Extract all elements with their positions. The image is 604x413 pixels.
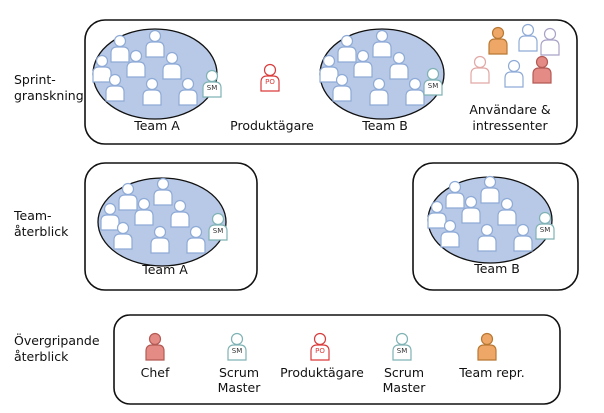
svg-text:SM: SM	[213, 227, 223, 235]
team-rep-icon	[477, 332, 497, 361]
chef-icon	[145, 332, 165, 361]
svg-text:Övergripande: Övergripande	[14, 332, 100, 348]
row-label-sprint-review: Sprint- granskning	[14, 72, 84, 103]
team-rep-label: Team repr.	[458, 365, 524, 380]
team-b-retro-label: Team B	[473, 261, 520, 276]
overall-retro-frame	[113, 314, 561, 405]
scrum-master-icon: SM	[392, 332, 412, 361]
svg-text:SM: SM	[540, 226, 550, 234]
row-label-team-retro: Team- återblick	[13, 208, 69, 239]
stakeholders-icon-group	[470, 23, 560, 88]
svg-text:SM: SM	[207, 84, 217, 92]
overall-product-owner-label: Produktägare	[280, 365, 364, 380]
scrum-master-1-label-line2: Master	[218, 380, 262, 395]
scrum-master-2-label-line2: Master	[383, 380, 427, 395]
product-owner-label: Produktägare	[230, 118, 314, 133]
scrum-master-icon: SM	[202, 69, 222, 98]
team-a-group-sprint-review: SM Team A	[92, 28, 222, 133]
team-a-retro-label: Team A	[141, 262, 188, 277]
scrum-master-icon: SM	[227, 332, 247, 361]
row-label-overall-retro: Övergripande återblick	[14, 332, 100, 364]
svg-text:Sprint-: Sprint-	[14, 72, 56, 87]
stakeholders-label-line2: intressenter	[472, 118, 548, 133]
svg-text:PO: PO	[265, 78, 275, 86]
scrum-master-icon: SM	[535, 211, 555, 240]
product-owner-icon: PO	[310, 332, 330, 361]
scrum-master-icon: SM	[423, 67, 443, 96]
svg-text:SM: SM	[397, 347, 407, 355]
team-a-retro-frame	[84, 162, 258, 291]
team-a-label: Team A	[133, 118, 180, 133]
svg-text:granskning: granskning	[14, 88, 84, 103]
sprint-review-frame	[84, 19, 578, 145]
product-owner-icon: PO	[260, 63, 280, 92]
stakeholders-label-line1: Användare &	[469, 102, 551, 117]
team-b-label: Team B	[361, 118, 408, 133]
scrum-master-1-label-line1: Scrum	[219, 365, 259, 380]
team-b-group-retro: SM Team B	[427, 176, 555, 276]
svg-text:återblick: återblick	[14, 224, 69, 239]
scrum-master-2-label-line1: Scrum	[384, 365, 424, 380]
svg-text:återblick: återblick	[14, 349, 69, 364]
team-a-group-retro: SM Team A	[97, 177, 228, 277]
team-b-group-sprint-review: SM Team B	[319, 28, 445, 133]
svg-text:PO: PO	[315, 347, 325, 355]
svg-text:SM: SM	[232, 347, 242, 355]
chef-label: Chef	[141, 365, 170, 380]
scrum-master-icon: SM	[208, 212, 228, 241]
svg-text:SM: SM	[428, 82, 438, 90]
team-b-retro-frame	[412, 162, 579, 291]
svg-text:Team-: Team-	[13, 208, 52, 223]
